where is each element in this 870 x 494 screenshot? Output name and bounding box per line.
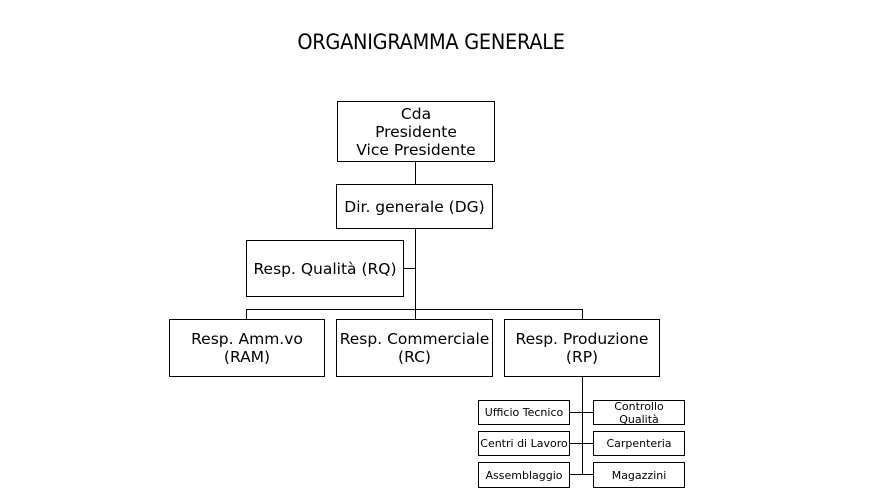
node-resp-amministrativo: Resp. Amm.vo (RAM): [169, 319, 325, 377]
node-magazzini: Magazzini: [593, 462, 685, 488]
node-resp-commerciale: Resp. Commerciale (RC): [336, 319, 493, 377]
connector-ram: [246, 309, 247, 320]
node-assemblaggio: Assemblaggio: [478, 462, 570, 488]
node-carpenteria: Carpenteria: [593, 431, 685, 456]
node-cda-line: Cda: [400, 104, 432, 123]
page-title: ORGANIGRAMMA GENERALE: [297, 30, 565, 54]
unit-label: Magazzini: [611, 468, 667, 482]
node-rc-line: (RC): [398, 348, 431, 366]
unit-label: Carpenteria: [606, 437, 672, 450]
node-direzione-generale: Dir. generale (DG): [336, 184, 493, 229]
node-rc-line: Resp. Commerciale: [339, 330, 490, 348]
node-resp-qualita: Resp. Qualità (RQ): [246, 240, 404, 297]
node-cda-line: Vice Presidente: [356, 140, 476, 159]
unit-label: Assemblaggio: [485, 468, 563, 482]
unit-label: Ufficio Tecnico: [484, 406, 564, 419]
node-rq-label: Resp. Qualità (RQ): [253, 259, 397, 278]
connector-unit-row-1: [569, 412, 594, 413]
connector-rp-units: [582, 376, 583, 474]
node-cda-line: Presidente: [375, 122, 457, 141]
connector-horizontal-bar: [246, 309, 582, 310]
node-ufficio-tecnico: Ufficio Tecnico: [478, 400, 570, 425]
node-ram-line: (RAM): [223, 348, 271, 366]
unit-label: Centri di Lavoro: [480, 437, 568, 450]
node-controllo-qualita: Controllo Qualità: [593, 399, 685, 426]
node-resp-produzione: Resp. Produzione (RP): [504, 319, 660, 377]
node-dg-label: Dir. generale (DG): [344, 197, 485, 216]
node-centri-di-lavoro: Centri di Lavoro: [478, 431, 570, 456]
node-ram-line: Resp. Amm.vo: [191, 330, 303, 348]
connector-rc: [415, 309, 416, 320]
connector-rq-branch: [403, 268, 415, 269]
unit-label: Controllo Qualità: [614, 399, 664, 426]
connector-cda-dg: [415, 162, 416, 185]
connector-dg-trunk: [415, 228, 416, 310]
connector-rp: [582, 309, 583, 320]
node-rp-line: (RP): [565, 348, 599, 366]
node-rp-line: Resp. Produzione: [515, 330, 649, 348]
connector-unit-row-2: [569, 443, 594, 444]
connector-unit-row-3: [569, 474, 594, 475]
node-cda: Cda Presidente Vice Presidente: [337, 101, 495, 162]
